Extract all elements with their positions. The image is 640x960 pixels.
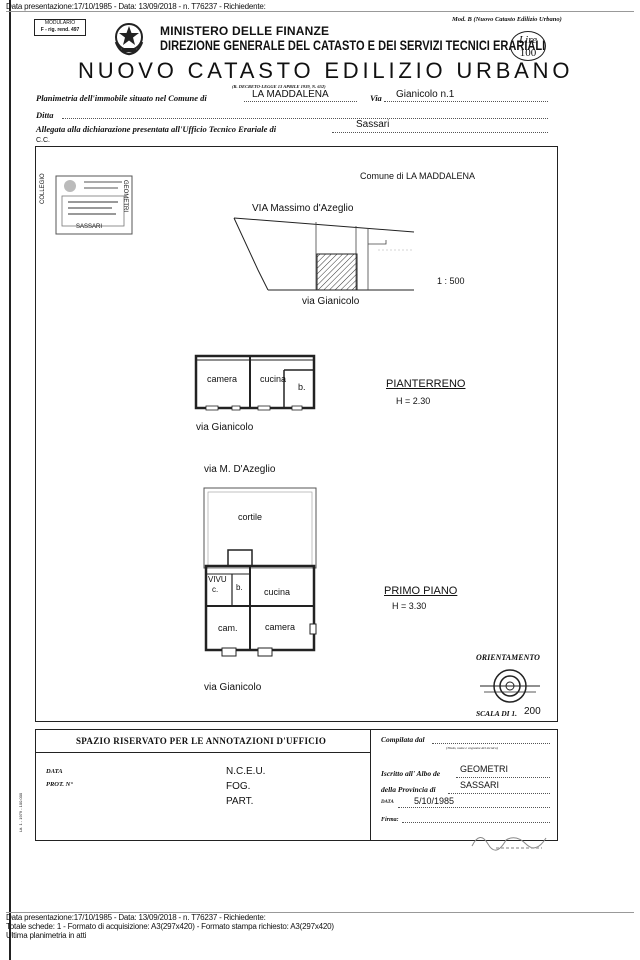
iscritto-dotline — [456, 777, 550, 778]
office-prot-label: PROT. N° — [46, 781, 73, 788]
annotations-heading: SPAZIO RISERVATO PER LE ANNOTAZIONI D'UF… — [76, 736, 327, 746]
first-floor-title: PRIMO PIANO — [384, 585, 458, 597]
firma-label: Firma: — [381, 817, 399, 823]
orientation-label: ORIENTAMENTO — [476, 653, 540, 662]
price-value: 100 — [519, 47, 537, 59]
ufficio-dotline — [332, 132, 548, 133]
planimetry-frame — [35, 146, 558, 722]
ground-floor-plan — [194, 354, 316, 411]
comune-value: LA MADDALENA — [252, 89, 329, 100]
ditta-label: Ditta — [36, 110, 54, 120]
modulario-label: MODULARIO — [44, 20, 76, 26]
footer-line-2: Totale schede: 1 - Formato di acquisizio… — [6, 922, 334, 931]
ff-room-c: c. — [212, 585, 219, 594]
footer-line-3: Ultima planimetria in atti — [6, 931, 87, 940]
iscritto-value: GEOMETRI — [460, 764, 509, 774]
office-fog: FOG. — [226, 781, 251, 792]
ff-room-camera: camera — [265, 622, 296, 632]
gf-room-camera: camera — [207, 374, 238, 384]
modulario-box: MODULARIO F - rig. rend. 497 — [34, 19, 86, 36]
ufficio-value: Sassari — [356, 119, 390, 130]
office-nceu: N.C.E.U. — [226, 766, 266, 777]
comune-dotline — [244, 101, 357, 102]
provincia-value: SASSARI — [460, 780, 500, 790]
date-dotline — [398, 807, 550, 808]
street-azeglio: via M. D'Azeglio — [204, 464, 276, 475]
courtyard-label: cortile — [238, 512, 263, 522]
annotations-rule — [35, 752, 370, 753]
ff-room-cam: cam. — [218, 623, 238, 633]
street-north: VIA Massimo d'Azeglio — [252, 203, 354, 214]
provincia-label: della Provincia di — [381, 785, 436, 794]
office-part: PART. — [226, 796, 254, 807]
scale-label: SCALA DI 1. — [476, 709, 518, 718]
site-scale: 1 : 500 — [437, 276, 465, 286]
print-side-note: Lit. 1 - 1979 - 100.000 — [18, 792, 23, 832]
footer-rule — [6, 912, 634, 913]
header-metadata-line: Data presentazione:17/10/1985 - Data: 13… — [6, 2, 266, 11]
ff-room-b: b. — [236, 583, 243, 592]
allegata-label: Allegata alla dichiarazione presentata a… — [36, 124, 277, 134]
header-rule — [6, 11, 634, 12]
via-dotline — [384, 101, 548, 102]
document-title: NUOVO CATASTO EDILIZIO URBANO — [78, 58, 574, 83]
compilata-note: (Titolo, nome e cognome del tecnico) — [446, 746, 498, 750]
ground-floor-title: PIANTERRENO — [386, 378, 466, 390]
site-plan — [233, 217, 415, 291]
via-value: Gianicolo n.1 — [396, 89, 455, 100]
office-data-label: DATA — [46, 768, 63, 775]
provincia-dotline — [448, 793, 550, 794]
modulario-code: F - rig. rend. 497 — [40, 27, 80, 33]
price-label: Lire — [519, 34, 537, 46]
surveyor-stamp — [55, 175, 133, 235]
model-reference: Mod. B (Nuovo Catasto Edilizio Urbano) — [452, 16, 562, 23]
first-street: via Gianicolo — [204, 682, 262, 693]
first-floor-plan — [203, 487, 317, 657]
footer-line-1: Data presentazione:17/10/1985 - Data: 13… — [6, 913, 266, 922]
scan-left-edge — [9, 0, 11, 960]
compilata-label: Compilata dal — [381, 735, 425, 744]
price-seal: Lire 100 — [510, 31, 546, 61]
stamp-line-1: COLLEGIO — [40, 173, 46, 204]
ground-street: via Gianicolo — [196, 422, 254, 433]
annotations-divider — [370, 729, 371, 841]
cc-label: C.C. — [36, 137, 50, 144]
compilata-dotline — [432, 743, 550, 744]
gf-room-cucina: cucina — [260, 374, 287, 384]
comune-caption: Comune di LA MADDALENA — [360, 171, 476, 181]
ministry-name: MINISTERO DELLE FINANZE — [160, 24, 330, 38]
ff-room-vivu: VIVU — [208, 575, 227, 584]
ff-room-cucina: cucina — [264, 587, 291, 597]
direction-name: DIREZIONE GENERALE DEL CATASTO E DEI SER… — [160, 38, 546, 53]
compass-icon — [480, 669, 540, 703]
scale-value: 200 — [524, 706, 541, 717]
iscritto-label: Iscritto all' Albo de — [381, 769, 441, 778]
ditta-dotline — [62, 118, 548, 119]
via-label: Via — [370, 93, 382, 103]
stamp-line-3: SASSARI — [76, 224, 103, 230]
planimetria-row: Planimetria dell'immobile situato nel Co… — [36, 93, 207, 103]
firma-dotline — [402, 822, 550, 823]
date-label: DATA — [381, 800, 394, 805]
planimetria-label: Planimetria dell'immobile situato nel Co… — [36, 93, 207, 103]
date-value: 5/10/1985 — [414, 796, 455, 806]
gf-room-bagno: b. — [298, 382, 306, 392]
street-south: via Gianicolo — [302, 296, 360, 307]
ground-floor-height: H = 2.30 — [396, 396, 431, 406]
republic-emblem-icon — [114, 23, 144, 56]
annotations-box — [35, 729, 558, 841]
decree-reference: (R. DECRETO-LEGGE 13 APRILE 1939, N. 652… — [232, 84, 326, 89]
signature-stamp-icon — [471, 837, 547, 851]
first-floor-height: H = 3.30 — [392, 601, 427, 611]
stamp-line-2: GEOMETRI — [122, 180, 128, 213]
